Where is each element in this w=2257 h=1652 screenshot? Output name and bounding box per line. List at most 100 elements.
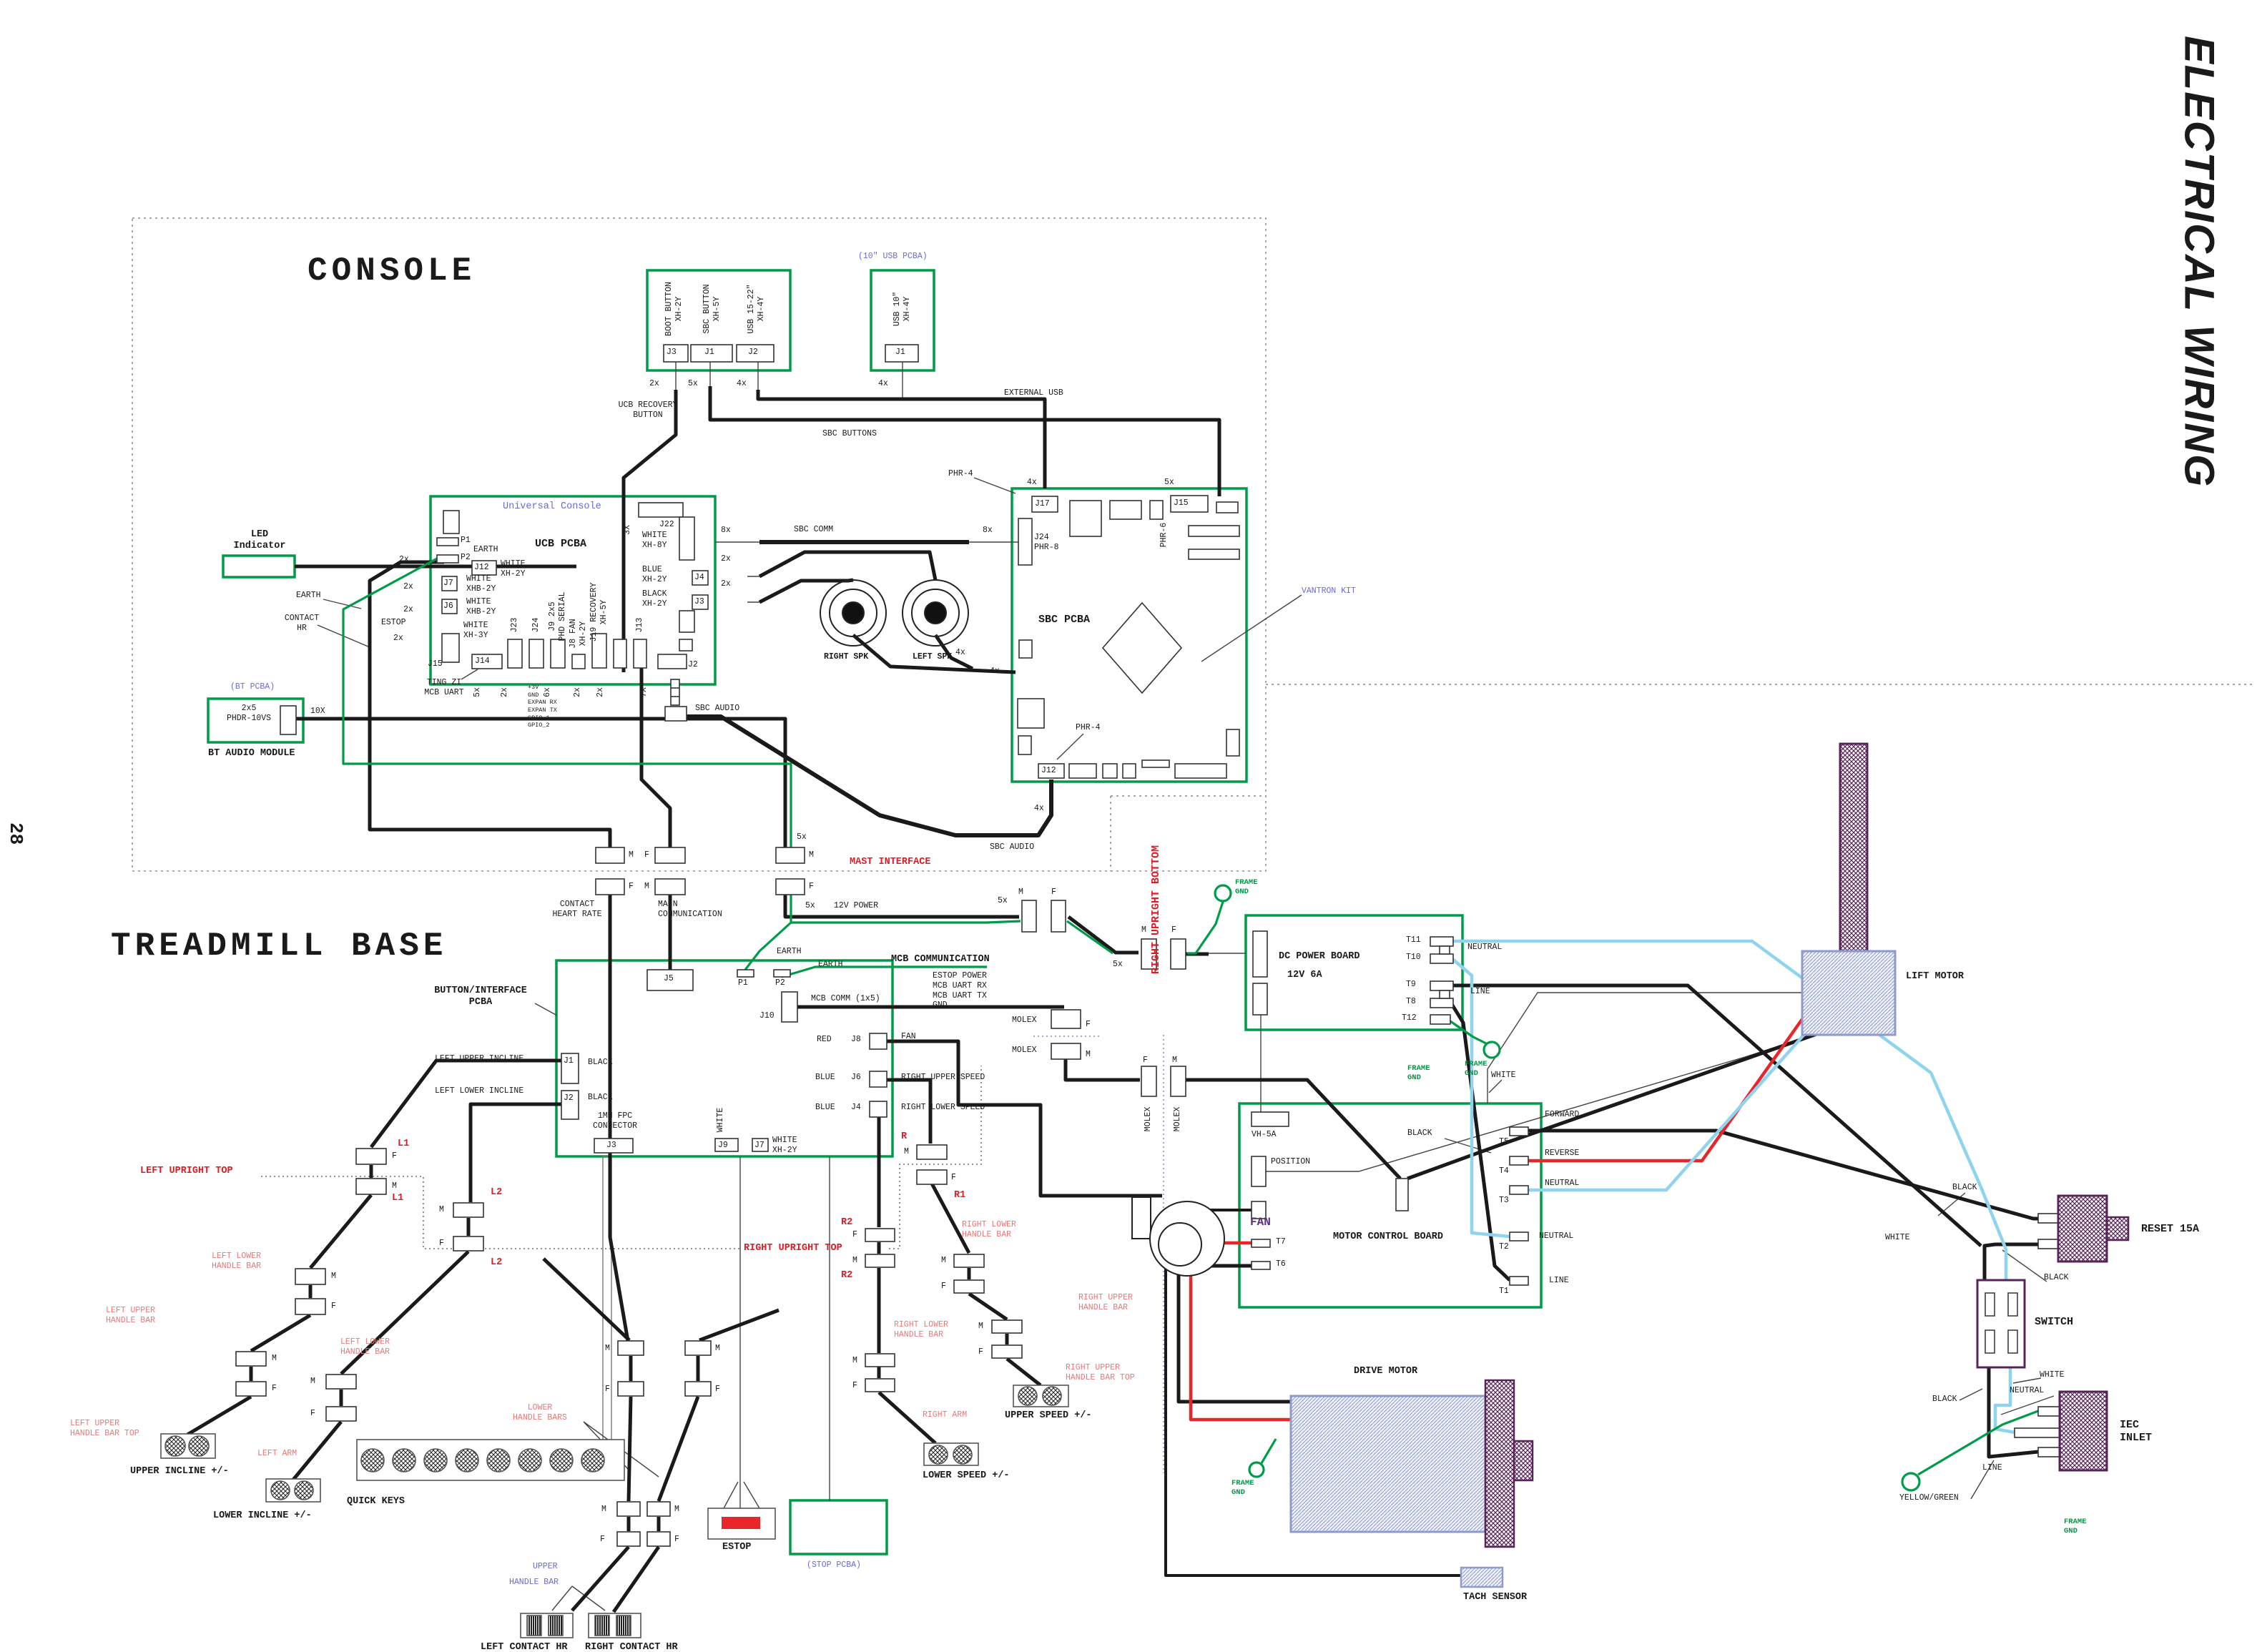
usb-1522-label: USB 15-22" XH-4Y	[747, 284, 766, 334]
page-side-title: ELECTRICAL WIRING	[2175, 36, 2223, 488]
ucb-recovery-label: UCB RECOVERY BUTTON	[618, 400, 678, 420]
count-4x: 4x	[1027, 478, 1037, 487]
neutral-label: NEUTRAL	[1467, 943, 1503, 952]
stop-pcba-label: (STOP PCBA)	[807, 1560, 861, 1570]
mf: M	[852, 1356, 857, 1365]
j7-conn: J7	[443, 579, 453, 588]
count-5x: 5x	[688, 379, 698, 388]
j9-phd-serial-label: J9 2x5 PHD SERIAL	[548, 591, 567, 641]
t1-label: T1	[1499, 1287, 1509, 1296]
ucb-pcba-box	[429, 495, 717, 686]
j1b-conn: J1	[564, 1056, 574, 1066]
j24-conn: J24	[531, 617, 541, 633]
t8-label: T8	[1406, 997, 1416, 1006]
earth-label: EARTH	[473, 545, 498, 554]
molex-label: MOLEX	[1144, 1106, 1154, 1132]
t2-label: T2	[1499, 1242, 1509, 1252]
j8-fan-label: J8 FAN XH-2Y	[569, 619, 588, 649]
count-2x: 2x	[596, 687, 606, 697]
white-xh3y-label: WHITE XH-3Y	[463, 621, 488, 640]
j15s-conn: J15	[1174, 498, 1189, 508]
l1-label: L1	[398, 1139, 410, 1149]
lower-handle-bars-label: LOWER HANDLE BARS	[513, 1403, 567, 1422]
j1-conn: J1	[704, 348, 714, 357]
left-upper-incline-label: LEFT UPPER INCLINE	[435, 1054, 524, 1063]
t11-label: T11	[1406, 935, 1421, 945]
black-label: BLACK	[588, 1058, 613, 1067]
left-lower-handle-bar-label: LEFT LOWER HANDLE BAR	[212, 1252, 262, 1271]
quick-keys-label: QUICK KEYS	[347, 1496, 405, 1507]
motor-control-board-box	[1238, 1102, 1543, 1309]
frame-gnd-label: FRAME GND	[1231, 1479, 1254, 1497]
t6-label: T6	[1276, 1259, 1286, 1269]
phr4-j12-label: PHR-4	[1076, 723, 1101, 732]
green-boxes	[207, 269, 1543, 1555]
mf: F	[272, 1384, 277, 1393]
mf: M	[978, 1322, 983, 1331]
l2-label: L2	[491, 1257, 503, 1268]
reset-breaker	[2057, 1194, 2108, 1263]
usb10-label: USB 10" XH-4Y	[893, 291, 912, 327]
mf: M	[629, 850, 634, 860]
count-10x: 10X	[310, 707, 325, 716]
j13-conn: J13	[635, 617, 645, 633]
j23-conn: J23	[510, 617, 520, 633]
count-2x: 2x	[721, 554, 731, 564]
p2b-conn: P2	[775, 978, 785, 988]
usb10-j1-conn: J1	[895, 348, 905, 357]
mf: M	[904, 1147, 909, 1156]
count-4x: 4x	[955, 648, 965, 657]
sbc-button-label: SBC BUTTON XH-5Y	[702, 284, 722, 334]
j2b-conn: J2	[564, 1093, 574, 1103]
right-arm-label: RIGHT ARM	[923, 1410, 968, 1420]
t12-label: T12	[1402, 1013, 1417, 1023]
sbc-audio-label: SBC AUDIO	[695, 704, 740, 713]
white-xhb2y-label: WHITE XHB-2Y	[466, 574, 496, 594]
sbc-pcba-box	[1011, 487, 1248, 783]
line-label: LINE	[1470, 987, 1490, 996]
count-7x: 7X	[639, 687, 649, 697]
left-contact-hr-label: LEFT CONTACT HR	[481, 1642, 568, 1652]
mf: F	[852, 1230, 857, 1239]
lift-motor-body	[1801, 950, 1897, 1036]
p1b-conn: P1	[738, 978, 748, 988]
j8b-conn: J8	[851, 1035, 861, 1044]
mf: F	[1143, 1056, 1148, 1065]
tingzi-mcb-uart-label: TING ZI MCB UART	[424, 678, 464, 697]
mf: M	[392, 1181, 397, 1191]
blue-wires	[1450, 939, 2015, 1435]
phr6-label: PHR-6	[1159, 522, 1169, 548]
white-xhb2y-label: WHITE XHB-2Y	[466, 597, 496, 616]
estop-label: ESTOP	[381, 618, 406, 627]
count-4x: 4x	[990, 667, 1000, 676]
count-5x: 5x	[998, 896, 1008, 905]
drive-motor-flange	[1484, 1379, 1515, 1548]
console-boundary	[132, 217, 2253, 872]
j2u-conn: J2	[688, 660, 698, 669]
vh5a-label: VH-5A	[1252, 1130, 1277, 1139]
mf: F	[852, 1381, 857, 1390]
led-indicator-box	[222, 554, 296, 579]
bt-pcba-label: (BT PCBA)	[230, 682, 275, 692]
mcb-communication-label: MCB COMMUNICATION	[891, 954, 990, 965]
j6b-conn: J6	[851, 1073, 861, 1082]
count-8x: 8x	[983, 526, 993, 535]
external-usb-label: EXTERNAL USB	[1004, 388, 1063, 398]
drive-motor-label: DRIVE MOTOR	[1354, 1366, 1418, 1377]
left-upper-handle-bar-label: LEFT UPPER HANDLE BAR	[106, 1306, 156, 1325]
sbc-audio-label2: SBC AUDIO	[990, 842, 1035, 852]
estop-button-label: ESTOP	[722, 1542, 752, 1553]
dc-power-board-label: DC POWER BOARD	[1279, 951, 1360, 962]
j3-conn: J3	[667, 348, 677, 357]
mf: F	[392, 1151, 397, 1161]
mf: F	[1171, 925, 1176, 935]
j17-conn: J17	[1035, 499, 1050, 508]
count-2x: 2x	[403, 582, 413, 591]
lower-speed-label: LOWER SPEED +/-	[923, 1470, 1010, 1481]
count-4x: 4x	[1034, 804, 1044, 813]
count-2x: 2x	[500, 687, 510, 697]
mf: M	[1172, 1056, 1177, 1065]
neutral-label: NEUTRAL	[1545, 1179, 1580, 1188]
left-lower-incline-label: LEFT LOWER INCLINE	[435, 1086, 524, 1096]
